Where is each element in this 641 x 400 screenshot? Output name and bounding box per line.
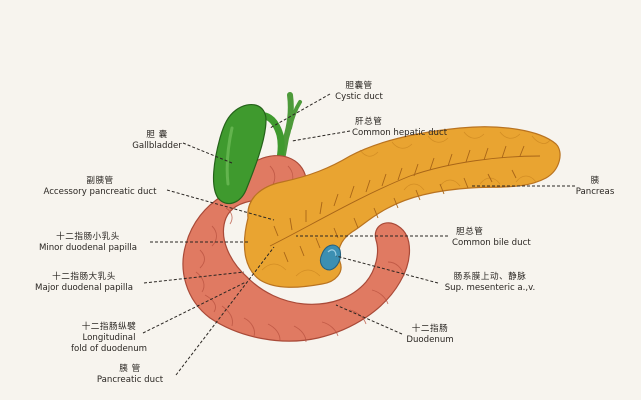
label-common-bile-duct: 胆总管 Common bile duct — [452, 227, 531, 249]
label-cystic-duct-zh: 胆囊管 — [345, 81, 373, 91]
label-accessory-pancreatic-duct: 副胰管 Accessory pancreatic duct — [30, 176, 170, 198]
leader-pancreatic-duct — [175, 246, 275, 376]
label-minor-papilla-zh: 十二指肠小乳头 — [56, 232, 120, 242]
leader-duodenum — [335, 304, 403, 335]
label-major-papilla-en: Major duodenal papilla — [35, 283, 133, 293]
leader-major-papilla — [143, 271, 245, 284]
label-common-hepatic-duct: 肝总管 Common hepatic duct — [352, 117, 447, 139]
label-longitudinal-fold-en2: fold of duodenum — [70, 344, 148, 354]
label-sup-mesenteric: 肠系膜上动、静脉 Sup. mesenteric a.,v. — [430, 272, 550, 294]
label-duodenum: 十二指肠 Duodenum — [398, 324, 462, 346]
label-common-bile-duct-en: Common bile duct — [452, 238, 531, 248]
label-cystic-duct: 胆囊管 Cystic duct — [324, 81, 394, 103]
label-gallbladder: 胆 囊 Gallbladder — [126, 130, 188, 152]
label-sup-mesenteric-en: Sup. mesenteric a.,v. — [444, 283, 536, 293]
leader-accessory — [166, 189, 275, 221]
leader-longitudinal — [142, 281, 247, 334]
label-cystic-duct-en: Cystic duct — [335, 92, 383, 102]
label-pancreas-zh: 胰 — [590, 176, 600, 186]
label-gallbladder-zh: 胆 囊 — [146, 130, 168, 140]
label-common-hepatic-duct-en: Common hepatic duct — [352, 128, 448, 138]
label-sup-mesenteric-zh: 肠系膜上动、静脉 — [453, 272, 527, 282]
label-gallbladder-en: Gallbladder — [132, 141, 182, 151]
label-longitudinal-fold: 十二指肠纵襞 Longitudinal fold of duodenum — [64, 322, 154, 355]
label-minor-papilla-en: Minor duodenal papilla — [38, 243, 138, 253]
duodenum-folds — [195, 165, 405, 343]
leader-common-hepatic — [291, 130, 351, 142]
leader-lines — [142, 93, 575, 376]
label-major-duodenal-papilla: 十二指肠大乳头 Major duodenal papilla — [22, 272, 146, 294]
label-pancreas-en: Pancreas — [575, 187, 615, 197]
duodenum-shape — [182, 155, 410, 342]
pancreas-shape — [243, 126, 561, 288]
pancreas-lobules — [261, 131, 551, 277]
gallbladder-highlight — [225, 126, 234, 186]
label-longitudinal-fold-en1: Longitudinal — [82, 333, 136, 343]
label-pancreas: 胰 Pancreas — [573, 176, 617, 198]
label-pancreatic-duct-en: Pancreatic duct — [96, 375, 164, 385]
label-accessory-pancreatic-duct-zh: 副胰管 — [86, 176, 114, 186]
label-accessory-pancreatic-duct-en: Accessory pancreatic duct — [43, 187, 157, 197]
leader-sup-mesenteric — [335, 255, 439, 284]
label-common-bile-duct-zh: 胆总管 — [456, 227, 484, 237]
label-major-papilla-zh: 十二指肠大乳头 — [52, 272, 116, 282]
label-pancreatic-duct-zh: 胰 管 — [119, 364, 141, 374]
common-hepatic-duct-tube — [279, 92, 294, 163]
label-pancreatic-duct: 胰 管 Pancreatic duct — [88, 364, 172, 386]
label-duodenum-zh: 十二指肠 — [411, 324, 449, 334]
leader-cystic-duct — [269, 93, 331, 129]
sup-mesenteric-vessel-highlight — [327, 249, 337, 257]
label-minor-duodenal-papilla: 十二指肠小乳头 Minor duodenal papilla — [26, 232, 150, 254]
label-duodenum-en: Duodenum — [406, 335, 454, 345]
label-longitudinal-fold-zh: 十二指肠纵襞 — [81, 322, 137, 332]
label-common-hepatic-duct-zh: 肝总管 — [355, 117, 383, 127]
pancreatic-duct-branches — [269, 145, 541, 263]
leader-gallbladder — [182, 142, 233, 164]
